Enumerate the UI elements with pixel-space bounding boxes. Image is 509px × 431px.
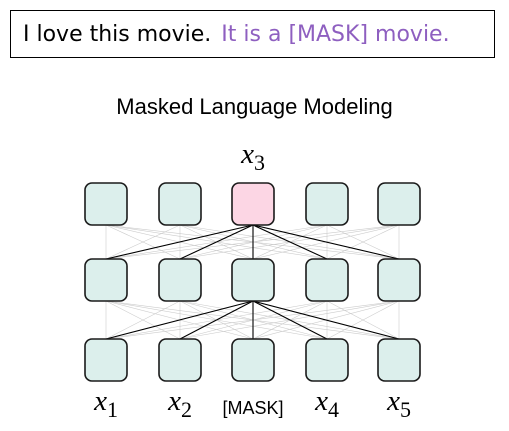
hidden-attention-edge <box>252 300 328 340</box>
hidden-node <box>84 258 128 302</box>
output-token-label: x3 <box>240 138 265 175</box>
input-token-label: x4 <box>314 385 339 422</box>
input-node <box>377 338 421 382</box>
output-node <box>377 182 421 226</box>
masked-output-node <box>231 182 275 226</box>
input-node <box>231 338 275 382</box>
hidden-attention-edge <box>252 300 400 340</box>
hidden-node <box>377 258 421 302</box>
faint-edge <box>326 300 400 340</box>
output-attention-edge <box>105 224 254 260</box>
input-node <box>158 338 202 382</box>
hidden-node <box>158 258 202 302</box>
diagram-title: Masked Language Modeling <box>116 94 393 119</box>
hidden-node <box>231 258 275 302</box>
input-node <box>305 338 349 382</box>
hidden-node <box>305 258 349 302</box>
faint-edge <box>326 224 400 260</box>
output-node <box>158 182 202 226</box>
faint-edge <box>105 300 181 340</box>
faint-edge <box>105 224 181 260</box>
input-node <box>84 338 128 382</box>
prompt-sentence: I love this movie. <box>23 21 212 47</box>
output-node <box>305 182 349 226</box>
input-token-label: x1 <box>93 385 118 422</box>
hidden-attention-edge <box>179 300 254 340</box>
token-labels: x3 x1 x2 [MASK] x4 x5 <box>93 138 411 422</box>
input-token-label: x2 <box>167 385 192 422</box>
mask-token-label: [MASK] <box>222 398 283 418</box>
attention-connections <box>105 224 400 340</box>
hidden-attention-edge <box>105 300 254 340</box>
output-node <box>84 182 128 226</box>
prompt-template: It is a [MASK] movie. <box>221 21 450 47</box>
output-attention-edge <box>252 224 400 260</box>
input-token-label: x5 <box>386 385 411 422</box>
prompt-box: I love this movie. It is a [MASK] movie. <box>10 10 495 58</box>
network-nodes <box>84 182 421 382</box>
output-attention-edge <box>252 224 328 260</box>
output-attention-edge <box>179 224 254 260</box>
